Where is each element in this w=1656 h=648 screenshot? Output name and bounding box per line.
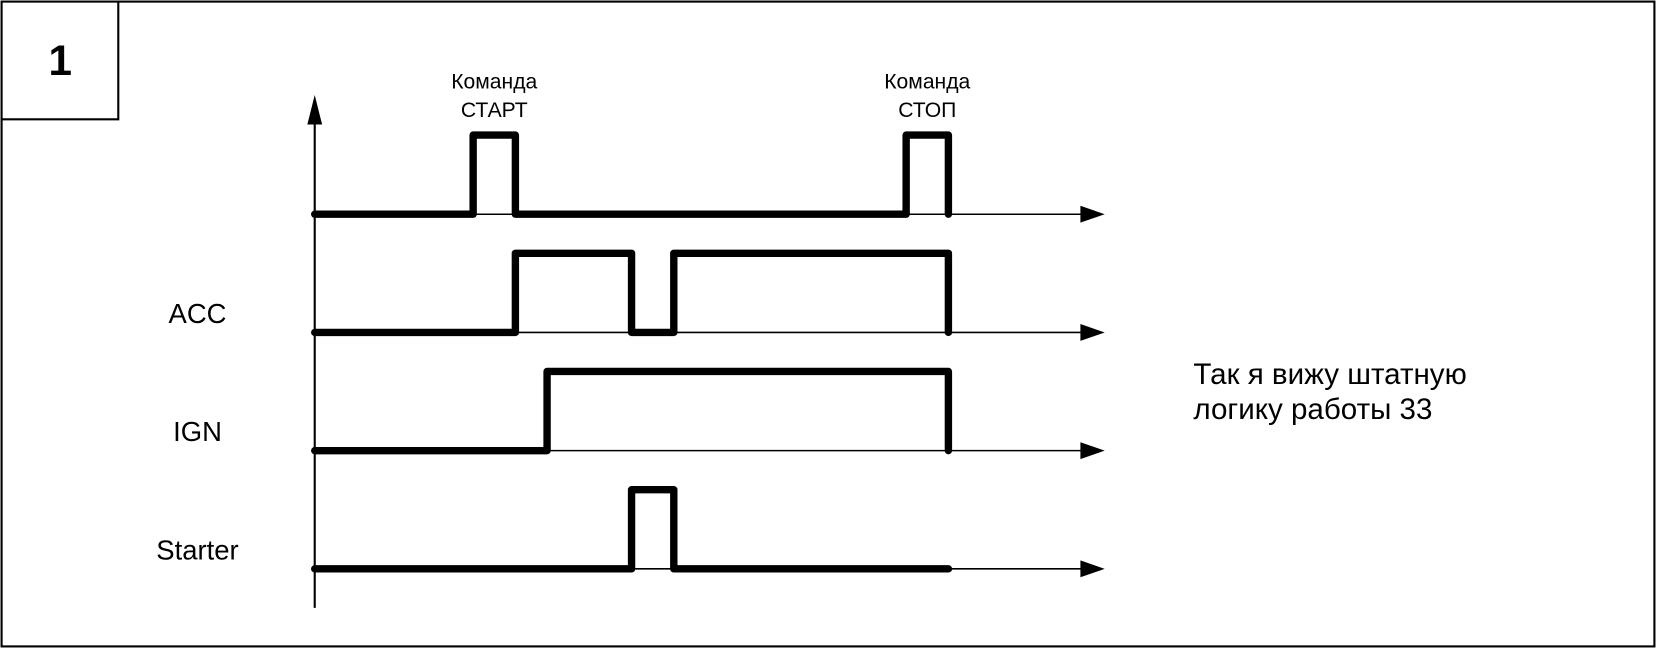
signal-waveform [311,367,953,455]
time-axis-arrow-icon [1080,324,1105,341]
signal-ign: IGN [173,367,1105,460]
note-line-2: логику работы 33 [1193,393,1432,426]
signal-label: ACC [169,298,227,329]
signal-waveform [311,131,953,218]
y-axis-arrow-icon [307,94,323,125]
signal-acc: ACC [169,249,1105,341]
command-label-line2: СТОП [898,99,956,122]
signal-starter: Starter [156,486,1105,578]
panel-number-box [1,1,120,121]
signal-command [311,131,1105,223]
note-line-1: Так я вижу штатную [1193,358,1466,391]
command-label-line1: Команда [884,71,970,94]
time-axis-arrow-icon [1080,442,1105,460]
command-label-line2: СТАРТ [461,99,528,122]
signal-label: IGN [173,416,222,447]
signal-waveform [311,486,953,573]
signal-label: Starter [156,534,238,565]
time-axis-arrow-icon [1080,205,1105,223]
command-label-line1: Команда [451,71,537,94]
panel-number: 1 [48,37,71,84]
time-axis-arrow-icon [1080,560,1105,578]
signal-waveform [311,249,953,337]
